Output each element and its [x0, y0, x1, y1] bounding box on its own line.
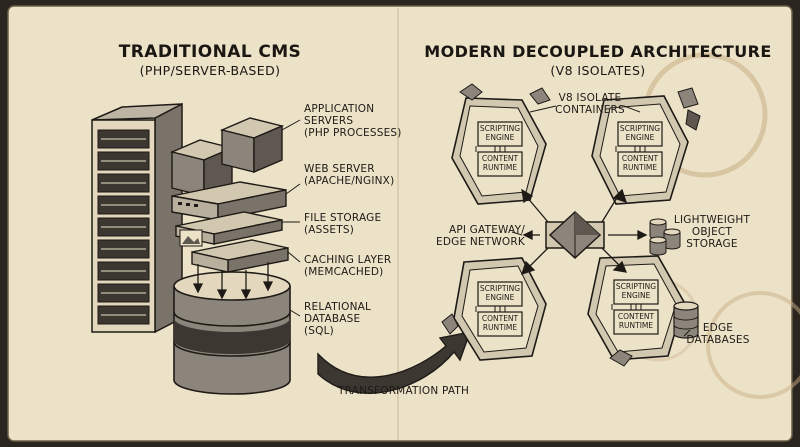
- label-v8-containers: V8 ISOLATE CONTAINERS: [555, 92, 625, 116]
- label-object-storage: LIGHTWEIGHT OBJECT STORAGE: [673, 214, 751, 250]
- isolate-runtime-label: CONTENT: [618, 312, 655, 321]
- label-file-storage: FILE STORAGE (ASSETS): [304, 212, 382, 236]
- server-rack: [91, 102, 183, 334]
- isolate-runtime-label: CONTENT: [622, 154, 659, 163]
- isolate-runtime-label: RUNTIME: [619, 321, 654, 330]
- isolate-engine-label: ENGINE: [622, 291, 651, 300]
- caching-layer-box: [191, 239, 289, 273]
- isolate-runtime-label: RUNTIME: [483, 163, 518, 172]
- left-subtitle: (PHP/SERVER-BASED): [139, 63, 281, 78]
- label-application-servers: APPLICATION SERVERS (PHP PROCESSES): [304, 103, 402, 139]
- isolate-runtime-label: CONTENT: [482, 154, 519, 163]
- gateway-arrows: [520, 188, 648, 276]
- label-edge-databases: EDGE DATABASES: [686, 322, 750, 346]
- isolate-runtime-label: RUNTIME: [483, 323, 518, 332]
- label-caching-layer: CACHING LAYER (MEMCACHED): [304, 254, 392, 278]
- flow-arrows: [192, 262, 274, 300]
- v8-isolate-bottom-right: [587, 255, 685, 367]
- label-api-gateway: API GATEWAY/ EDGE NETWORK: [436, 224, 525, 248]
- isolate-engine-label: ENGINE: [486, 133, 515, 142]
- isolate-engine-label: SCRIPTING: [480, 284, 520, 293]
- edge-database-icon: [673, 301, 699, 339]
- isolate-engine-label: SCRIPTING: [616, 282, 656, 291]
- isolate-engine-label: ENGINE: [486, 293, 515, 302]
- web-server-box: [171, 181, 287, 221]
- left-title: TRADITIONAL CMS: [118, 42, 302, 62]
- object-storage-icon: [649, 218, 681, 256]
- v8-isolate-top-left: [451, 83, 551, 205]
- api-gateway-node: [545, 210, 605, 260]
- isolate-runtime-label: CONTENT: [482, 314, 519, 323]
- v8-isolate-top-right: [591, 87, 701, 205]
- label-web-server: WEB SERVER (APACHE/NGINX): [304, 163, 395, 187]
- coffee-stain: [706, 291, 800, 399]
- isolate-engine-label: SCRIPTING: [620, 124, 660, 133]
- isolate-engine-label: ENGINE: [626, 133, 655, 142]
- callout-lines: [281, 119, 301, 317]
- right-subtitle: (V8 ISOLATES): [550, 63, 646, 78]
- v8-isolate-bottom-left: [441, 257, 547, 361]
- transformation-arrow: [317, 331, 472, 394]
- label-relational-database: RELATIONAL DATABASE (SQL): [304, 301, 372, 337]
- label-transformation-path: TRANSFORMATION PATH: [338, 385, 470, 397]
- isolate-engine-label: SCRIPTING: [480, 124, 520, 133]
- right-title: MODERN DECOUPLED ARCHITECTURE: [424, 42, 772, 61]
- database-cylinder: [173, 271, 291, 395]
- application-server-cubes: [169, 117, 285, 198]
- right-callouts: [511, 105, 691, 337]
- isolate-text-group: SCRIPTINGENGINECONTENTRUNTIMESCRIPTINGEN…: [480, 124, 660, 332]
- file-storage-trays: [175, 211, 283, 247]
- isolate-runtime-label: RUNTIME: [623, 163, 658, 172]
